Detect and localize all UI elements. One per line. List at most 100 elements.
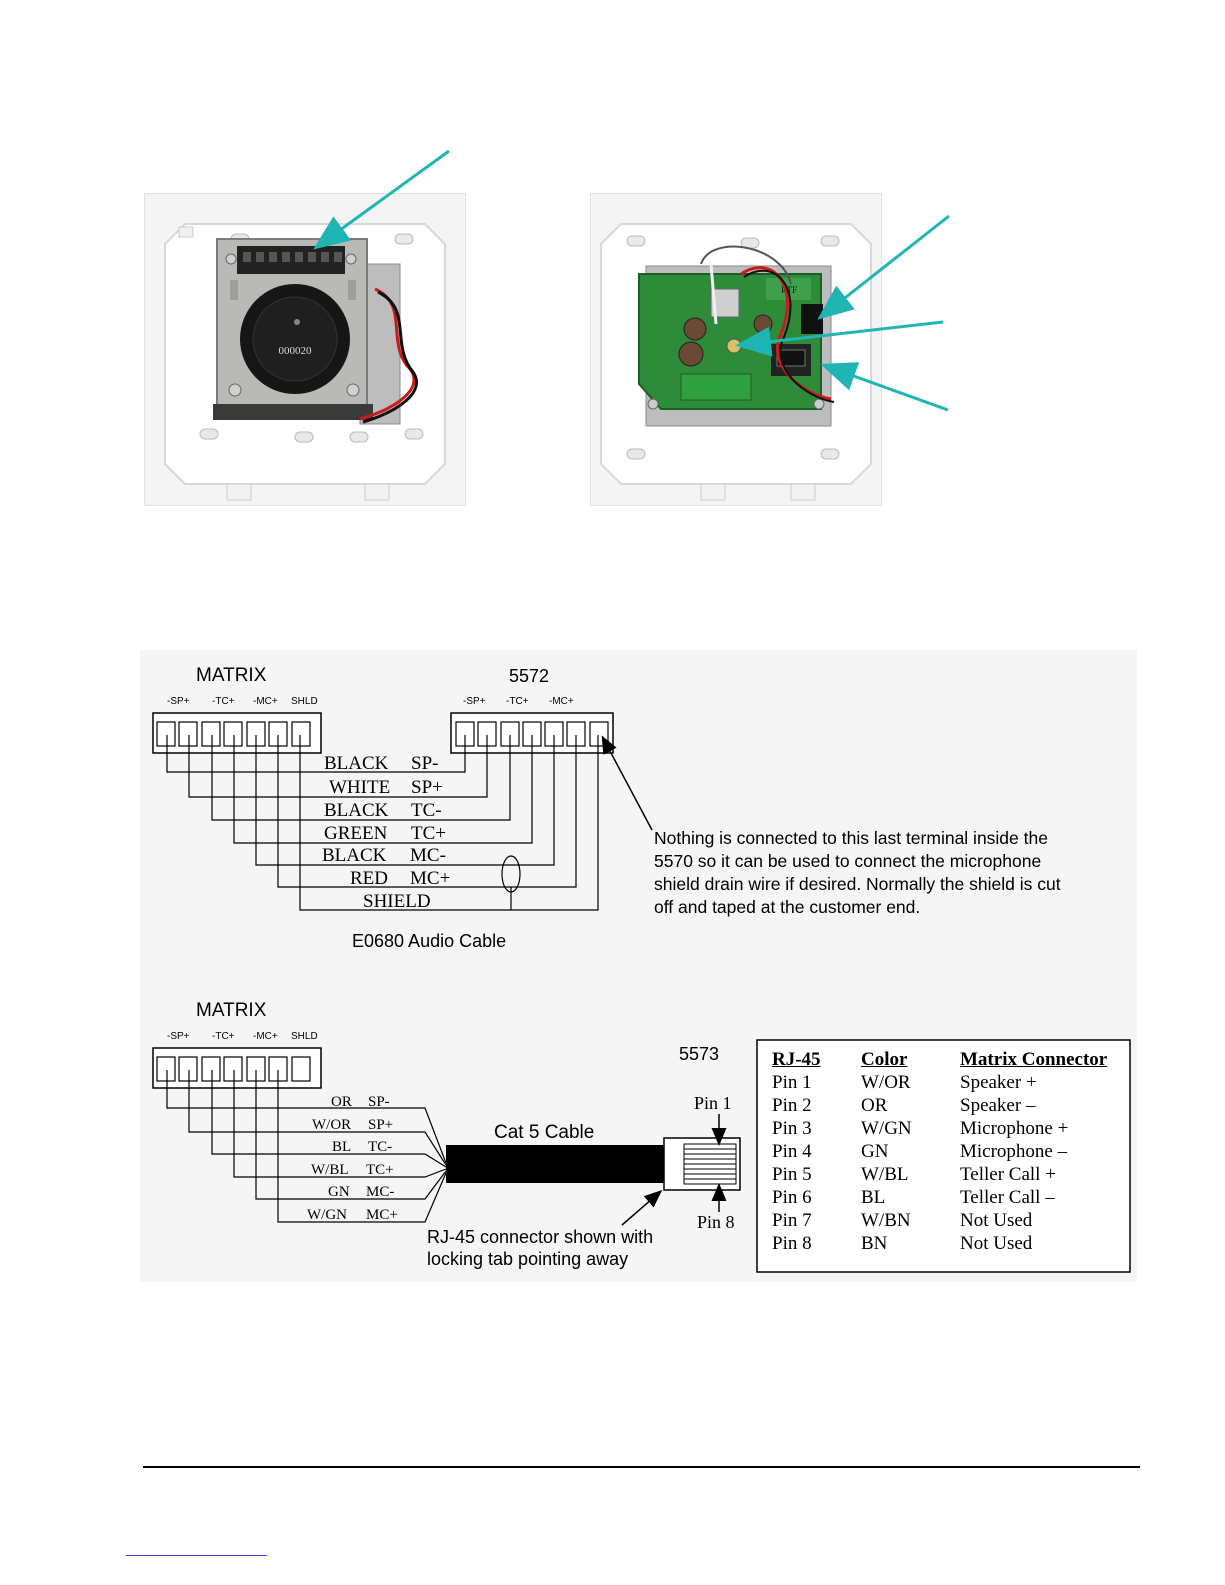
- diagram2-wire-paths: [166, 1070, 447, 1223]
- color-cell: W/GN: [861, 1118, 912, 1139]
- d1-wire-color-4: GREEN: [324, 823, 388, 844]
- diagram1-device-header-mc: -MC+: [549, 696, 574, 707]
- function-cell: Microphone +: [960, 1118, 1069, 1139]
- pin-cell: Pin 1: [772, 1072, 812, 1093]
- connector-caption: RJ-45 connector shown with locking tab p…: [427, 1226, 653, 1270]
- terminal-block-pointer-arrow: [313, 149, 450, 250]
- footer-link-underline[interactable]: [126, 1555, 267, 1556]
- color-cell: BN: [861, 1233, 888, 1254]
- d2-wire-color-3: BL: [332, 1139, 352, 1155]
- diagram1-cable-caption: E0680 Audio Cable: [352, 931, 507, 951]
- function-cell: Speaker +: [960, 1072, 1037, 1093]
- table-row: Pin 8 BN Not Used: [772, 1232, 1107, 1255]
- footer-rule: [143, 1466, 1140, 1468]
- color-cell: GN: [861, 1141, 889, 1162]
- d2-wire-signal-6: MC+: [366, 1207, 398, 1223]
- table-row: Pin 4 GN Microphone –: [772, 1140, 1107, 1163]
- pin-table-header-color: Color: [861, 1049, 908, 1070]
- rj45-connector: [663, 1137, 741, 1191]
- function-cell: Microphone –: [960, 1141, 1068, 1162]
- circuit-board-photo: RTF: [590, 193, 882, 506]
- pin-cell: Pin 4: [772, 1141, 812, 1162]
- color-cell: W/BN: [861, 1210, 911, 1231]
- diagram1-matrix-title: MATRIX: [196, 665, 267, 686]
- function-cell: Not Used: [960, 1210, 1033, 1231]
- pin1-label: Pin 1: [694, 1093, 732, 1113]
- cable-label: Cat 5 Cable: [494, 1122, 595, 1143]
- board-label: RTF: [781, 285, 797, 295]
- table-row: Pin 3 W/GN Microphone +: [772, 1117, 1107, 1140]
- note-line-1: Nothing is connected to this last termin…: [654, 828, 1048, 848]
- pin8-label: Pin 8: [697, 1212, 735, 1232]
- pin-table-header: RJ-45 Color Matrix Connector: [772, 1049, 1107, 1071]
- diagram1-matrix-header-mc: -MC+: [253, 696, 278, 707]
- function-cell: Speaker –: [960, 1095, 1036, 1116]
- note-line-4: off and taped at the customer end.: [654, 897, 921, 917]
- d2-wire-signal-2: SP+: [368, 1117, 394, 1133]
- d2-wire-color-2: W/OR: [312, 1117, 352, 1133]
- connector-caption-line-2: locking tab pointing away: [427, 1249, 629, 1269]
- diagram1-matrix-header-sp: -SP+: [167, 696, 190, 707]
- color-cell: W/BL: [861, 1164, 909, 1185]
- d1-wire-color-5: BLACK: [322, 845, 387, 866]
- pin-table-border: [756, 1039, 1131, 1273]
- pot-pointer-arrow: [735, 320, 944, 357]
- d1-wire-color-7: SHIELD: [363, 891, 431, 912]
- rj45-pointer-arrow: [820, 362, 949, 412]
- pin-table: RJ-45 Color Matrix Connector Pin 1 W/OR Sp…: [772, 1049, 1122, 1255]
- d2-wire-signal-4: TC+: [366, 1162, 394, 1178]
- table-row: Pin 2 OR Speaker –: [772, 1094, 1107, 1117]
- diagram2-matrix-header-tc: -TC+: [212, 1031, 235, 1042]
- pin-table-header-rj45: RJ-45: [772, 1049, 821, 1070]
- d1-wire-signal-5: MC-: [410, 845, 446, 866]
- d1-wire-color-1: BLACK: [324, 753, 389, 774]
- d1-wire-signal-6: MC+: [410, 868, 451, 889]
- note-line-2: 5570 so it can be used to connect the mi…: [654, 851, 1042, 871]
- photo-pointer-arrows: [313, 149, 950, 412]
- diagram1-device-header-sp: -SP+: [463, 696, 486, 707]
- d1-wire-signal-4: TC+: [411, 823, 446, 844]
- diagram2-matrix-header-sp: -SP+: [167, 1031, 190, 1042]
- d2-wire-signal-3: TC-: [368, 1139, 393, 1155]
- note-line-3: shield drain wire if desired. Normally t…: [654, 874, 1061, 894]
- pin-cell: Pin 5: [772, 1164, 812, 1185]
- table-row: Pin 7 W/BN Not Used: [772, 1209, 1107, 1232]
- d1-wire-signal-2: SP+: [411, 777, 443, 798]
- d2-wire-color-4: W/BL: [311, 1162, 349, 1178]
- pin-cell: Pin 3: [772, 1118, 812, 1139]
- color-cell: OR: [861, 1095, 888, 1116]
- diagram2-device-title: 5573: [679, 1044, 720, 1064]
- diagram2-matrix-header-shld: SHLD: [291, 1031, 318, 1042]
- diagram1-matrix-header-shld: SHLD: [291, 696, 318, 707]
- d1-wire-signal-1: SP-: [411, 753, 439, 774]
- speaker-assembly-illustration: 000020: [164, 223, 446, 501]
- function-cell: Teller Call +: [960, 1164, 1056, 1185]
- d2-wire-signal-5: MC-: [366, 1184, 395, 1200]
- diagram1-note-arrow: [601, 735, 653, 831]
- diagram1-note: Nothing is connected to this last termin…: [654, 827, 1134, 919]
- d2-wire-color-6: W/GN: [307, 1207, 347, 1223]
- diagram1-matrix-terminal-block: [152, 712, 322, 754]
- pin-cell: Pin 2: [772, 1095, 812, 1116]
- diagram1-device-title: 5572: [509, 666, 550, 686]
- pin-table-header-matrix: Matrix Connector: [960, 1049, 1108, 1070]
- color-cell: BL: [861, 1187, 886, 1208]
- table-row: Pin 6 BL Teller Call –: [772, 1186, 1107, 1209]
- function-cell: Teller Call –: [960, 1187, 1055, 1208]
- pin-cell: Pin 8: [772, 1233, 812, 1254]
- table-row: Pin 5 W/BL Teller Call +: [772, 1163, 1107, 1186]
- table-row: Pin 1 W/OR Speaker +: [772, 1071, 1107, 1094]
- diagram1-device-header-tc: -TC+: [506, 696, 529, 707]
- color-cell: W/OR: [861, 1072, 911, 1093]
- pin-cell: Pin 6: [772, 1187, 812, 1208]
- d1-wire-color-6: RED: [350, 868, 388, 889]
- diagram1-wire-paths: [166, 735, 599, 911]
- connector-caption-arrow: [621, 1190, 663, 1226]
- diagram1-matrix-header-tc: -TC+: [212, 696, 235, 707]
- pin-cell: Pin 7: [772, 1210, 812, 1231]
- cat5-cable: [446, 1145, 668, 1183]
- function-cell: Not Used: [960, 1233, 1033, 1254]
- diagram2-matrix-terminal-block: [152, 1047, 322, 1089]
- speaker-assembly-photo: 000020: [144, 193, 466, 506]
- d1-wire-signal-3: TC-: [411, 800, 442, 821]
